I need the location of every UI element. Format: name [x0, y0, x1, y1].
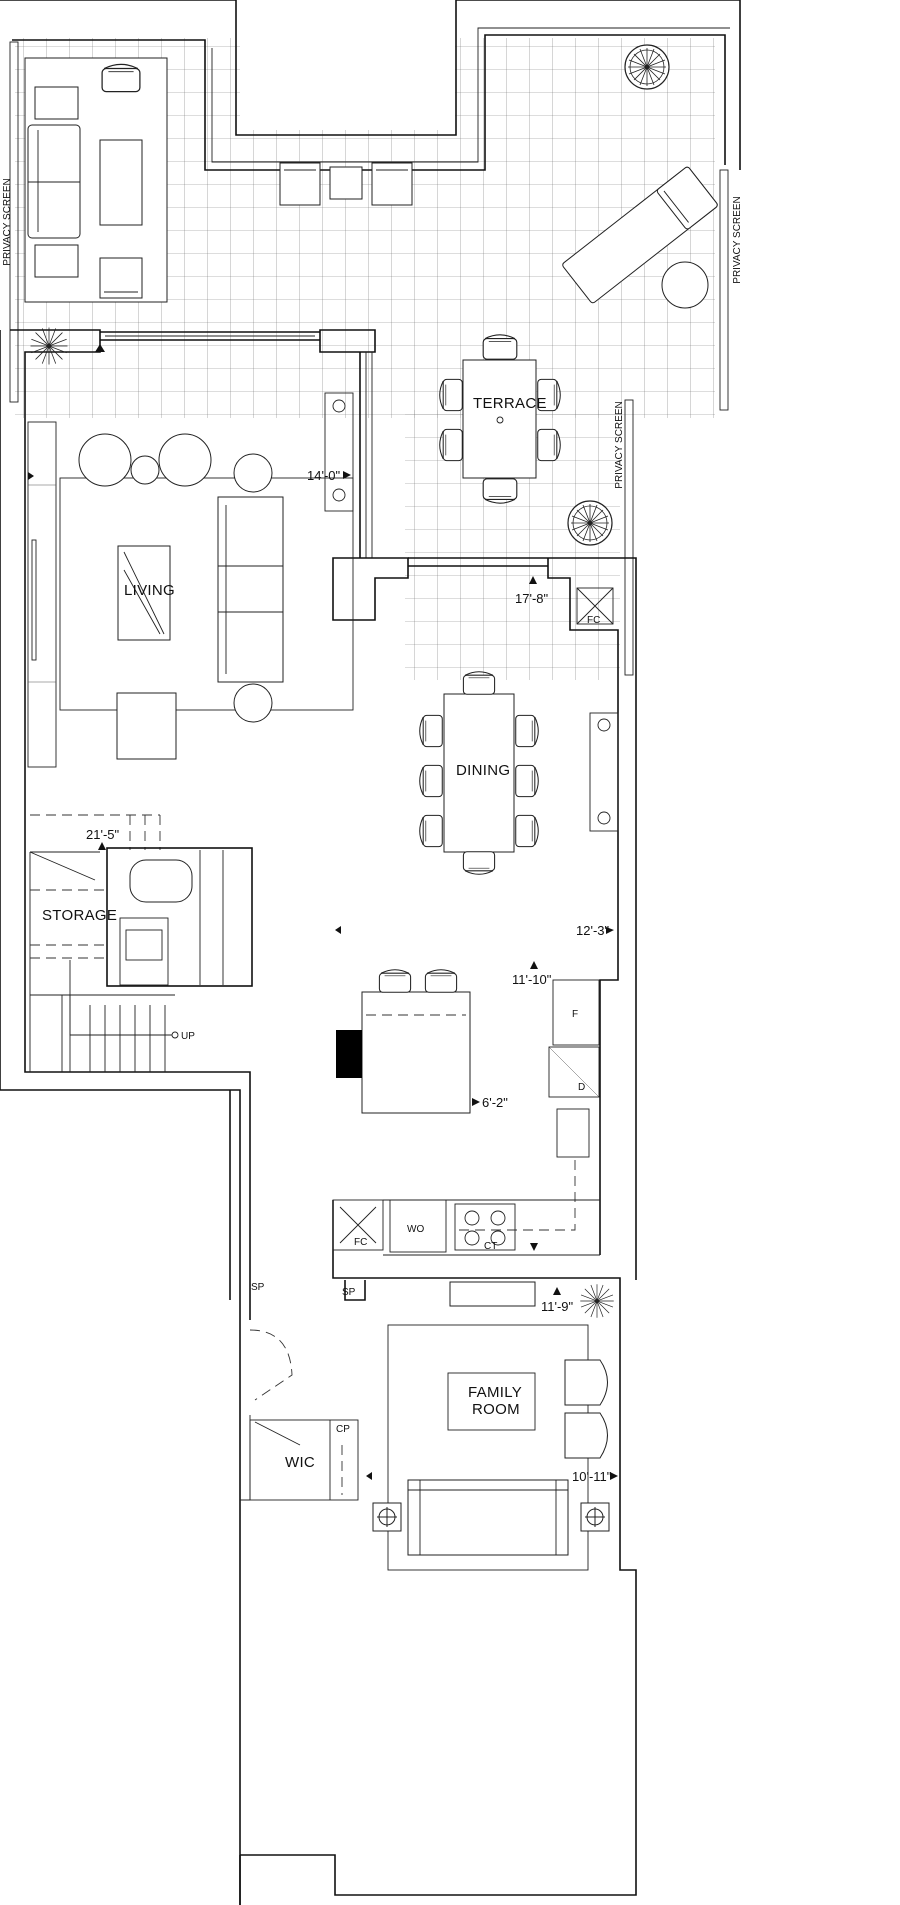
cp-label: CP — [336, 1424, 350, 1435]
fridge-label: F — [572, 1009, 578, 1020]
up-label: UP — [181, 1031, 195, 1042]
terrace-label: TERRACE — [473, 395, 547, 412]
dim-living: 14'-0" — [307, 468, 341, 483]
dimension-arrows — [28, 344, 618, 1480]
fc-label-dining: FC — [587, 615, 600, 626]
sp-label-family: SP — [342, 1287, 356, 1298]
living-room — [27, 327, 354, 768]
terrace-area — [0, 0, 741, 680]
family-wic — [249, 1281, 615, 1571]
family-label-line2: ROOM — [472, 1401, 520, 1418]
wall-oven-label: WO — [407, 1224, 424, 1235]
dim-kitchen-a: 11'-10" — [512, 972, 552, 987]
dim-terrace: 17'-8" — [515, 591, 549, 606]
dim-storage: 21'-5" — [86, 827, 120, 842]
fc-label-kitchen: FC — [354, 1237, 367, 1248]
privacy-screen-mid: PRIVACY SCREEN — [614, 401, 625, 488]
storage-powder — [29, 814, 253, 1072]
dining-kitchen — [332, 587, 619, 1256]
dim-family-a: 11'-9" — [541, 1299, 574, 1314]
dishwasher-label: D — [578, 1082, 585, 1093]
storage-label: STORAGE — [42, 907, 117, 924]
dim-family-b: 10'-11" — [572, 1469, 612, 1484]
living-label: LIVING — [124, 582, 175, 599]
family-label-line1: FAMILY — [468, 1384, 522, 1401]
building-walls — [0, 329, 637, 1905]
dim-dining: 12'-3" — [576, 923, 610, 938]
wic-label: WIC — [285, 1454, 315, 1471]
cooktop-label: CT — [484, 1241, 497, 1252]
dining-label: DINING — [456, 762, 510, 779]
privacy-screen-left: PRIVACY SCREEN — [2, 178, 13, 265]
dim-kitchen-b: 6'-2" — [482, 1095, 508, 1110]
sp-label-hall: SP — [251, 1282, 265, 1293]
privacy-screen-right: PRIVACY SCREEN — [732, 196, 743, 283]
